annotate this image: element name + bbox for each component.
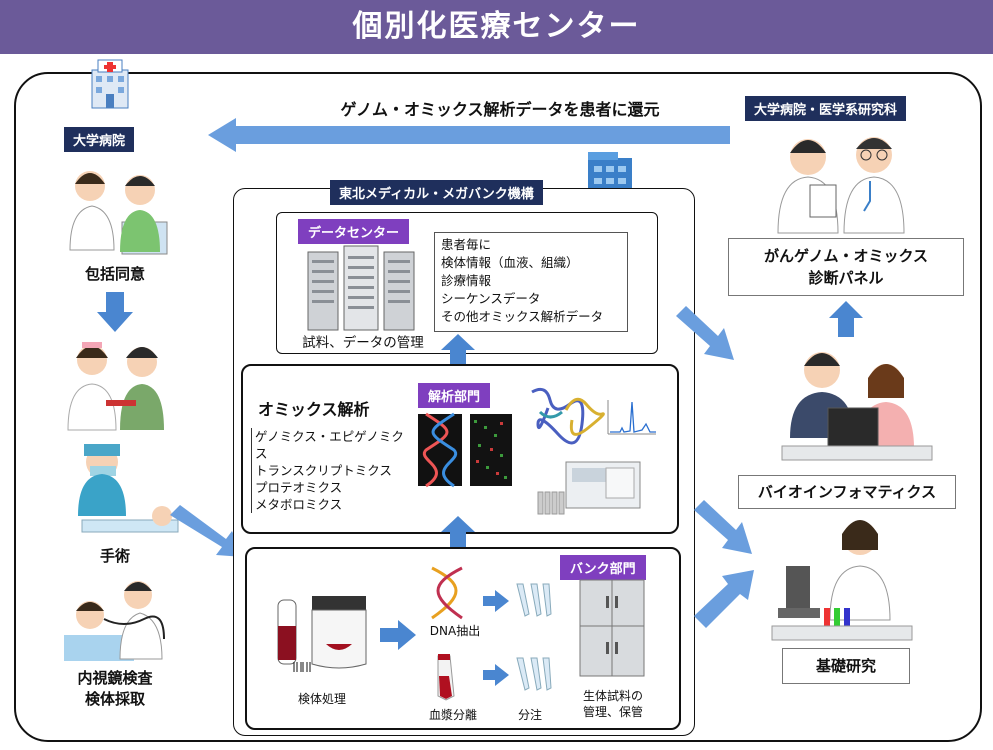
right-arrow-plasma bbox=[483, 664, 509, 686]
analysis-item-list: ゲノミクス・エピゲノミクス トランスクリプトミクス プロテオミクス メタボロミク… bbox=[251, 428, 415, 513]
arrow-to-basic-research bbox=[694, 500, 752, 554]
arrow-hospital-to-bank bbox=[170, 505, 244, 557]
server-rack-icon bbox=[307, 245, 415, 331]
basic-research-box: 基礎研究 bbox=[782, 648, 910, 684]
analysis-tag: 解析部門 bbox=[418, 383, 491, 408]
dna-icon bbox=[431, 566, 463, 620]
panel-line: がんゲノム・オミックス bbox=[763, 247, 929, 265]
molecule-image bbox=[564, 397, 605, 436]
analysis-item: プロテオミクス bbox=[255, 480, 343, 495]
protein-structure-image bbox=[531, 387, 585, 445]
hospital-building-icon bbox=[91, 59, 129, 109]
dna-extraction-label: DNA抽出 bbox=[429, 624, 481, 638]
datacenter-item: 検体情報（血液、組織） bbox=[441, 255, 579, 270]
datacenter-item: 診療情報 bbox=[441, 273, 492, 288]
blood-tube-icon bbox=[437, 654, 455, 701]
up-arrow-to-analysis bbox=[441, 516, 475, 550]
return-arrow bbox=[208, 118, 730, 152]
down-arrow-1 bbox=[97, 292, 133, 332]
datacenter-caption: 試料、データの管理 bbox=[302, 335, 424, 351]
up-arrow-to-datacenter bbox=[441, 334, 475, 368]
aliquot-label: 分注 bbox=[517, 708, 542, 722]
panel-line: 診断パネル bbox=[808, 269, 884, 287]
storage-label: 生体試料の 管理、保管 bbox=[568, 688, 658, 720]
step-sampling: 検体採取 bbox=[84, 690, 145, 708]
datacenter-item: その他オミックス解析データ bbox=[441, 309, 604, 324]
bioinformatics-box: バイオインフォマティクス bbox=[738, 475, 956, 509]
basic-research-illustration bbox=[771, 520, 913, 641]
microarray-image bbox=[470, 414, 512, 486]
sample-processing-label: 検体処理 bbox=[297, 692, 346, 706]
top-flow-label: ゲノム・オミックス解析データを患者に還元 bbox=[340, 100, 660, 119]
datacenter-item: 患者毎に bbox=[441, 237, 492, 252]
analyzer-machine-image bbox=[537, 461, 641, 515]
analysis-item: トランスクリプトミクス bbox=[255, 463, 392, 478]
endoscopy-illustration bbox=[64, 581, 165, 661]
freezer-icon bbox=[579, 579, 645, 677]
step-consent: 包括同意 bbox=[84, 265, 145, 283]
datacenter-tag: データセンター bbox=[298, 219, 410, 244]
analysis-item: ゲノミクス・エピゲノミクス bbox=[255, 429, 404, 461]
doctors-illustration bbox=[777, 137, 905, 234]
megabank-tag: 東北メディカル・メガバンク機構 bbox=[330, 180, 543, 205]
consent-illustration bbox=[69, 171, 168, 255]
plasma-separation-label: 血漿分離 bbox=[428, 708, 477, 722]
step-endoscopy: 内視鏡検査 bbox=[77, 669, 153, 687]
surgery-illustration bbox=[78, 444, 179, 533]
up-arrow-to-panel bbox=[829, 301, 863, 337]
blood-draw-illustration bbox=[67, 342, 164, 431]
research-tag: 大学病院・医学系研究科 bbox=[745, 96, 907, 121]
bioinformatics-illustration bbox=[781, 352, 933, 461]
analysis-item: メタボロミクス bbox=[255, 497, 343, 512]
datacenter-item: シーケンスデータ bbox=[441, 291, 541, 306]
right-arrow-dna bbox=[483, 590, 509, 612]
datacenter-item-list: 患者毎に 検体情報（血液、組織） 診療情報 シーケンスデータ その他オミックス解… bbox=[434, 232, 628, 332]
outer-frame bbox=[14, 72, 982, 742]
spectrum-chart-image bbox=[607, 400, 656, 435]
sample-tube-icon bbox=[277, 596, 367, 672]
storage-line: 管理、保管 bbox=[582, 705, 643, 719]
dna-helix-image bbox=[418, 412, 462, 488]
analysis-title: オミックス解析 bbox=[258, 400, 370, 419]
arrow-to-bioinformatics bbox=[676, 306, 734, 360]
aliquot-tubes-top bbox=[516, 583, 552, 617]
hospital-tag: 大学病院 bbox=[64, 127, 135, 152]
arrow-bank-to-basic bbox=[694, 570, 754, 628]
storage-line: 生体試料の bbox=[582, 689, 643, 703]
aliquot-tubes-bottom bbox=[516, 657, 552, 691]
page-title: 個別化医療センター bbox=[0, 0, 993, 54]
right-arrow-processing bbox=[380, 620, 416, 650]
diagnosis-panel-box: がんゲノム・オミックス 診断パネル bbox=[728, 238, 964, 296]
bank-tag: バンク部門 bbox=[560, 555, 646, 580]
step-surgery: 手術 bbox=[99, 547, 130, 565]
